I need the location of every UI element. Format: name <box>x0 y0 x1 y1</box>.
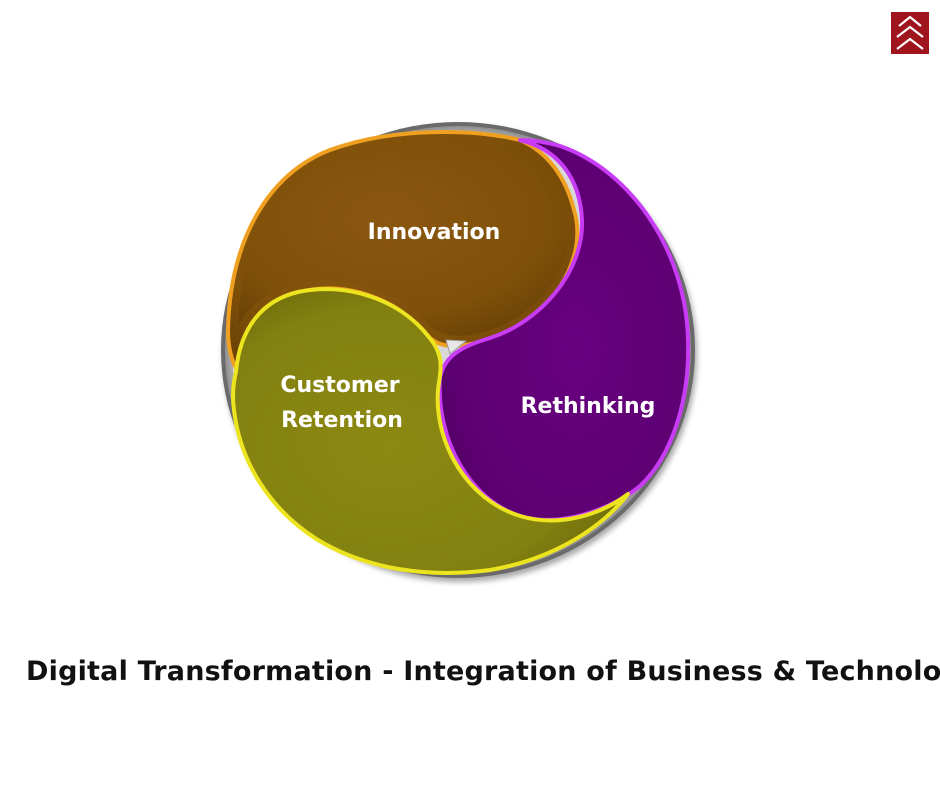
segment-innovation-inner <box>238 139 569 336</box>
diagram-caption: Digital Transformation - Integration of … <box>26 656 940 687</box>
center-notch <box>445 339 468 355</box>
customer-retention-label-line1: Customer <box>280 373 399 398</box>
customer-retention-label-line2: Retention <box>281 408 403 433</box>
stacked-chevrons-logo-icon <box>896 15 924 50</box>
cycle-diagram: Innovation Rethinking Customer Retention <box>221 122 695 578</box>
rethinking-label: Rethinking <box>521 394 656 419</box>
innovation-label: Innovation <box>368 220 501 245</box>
logo <box>891 12 929 54</box>
segment-customer-retention <box>230 287 630 575</box>
